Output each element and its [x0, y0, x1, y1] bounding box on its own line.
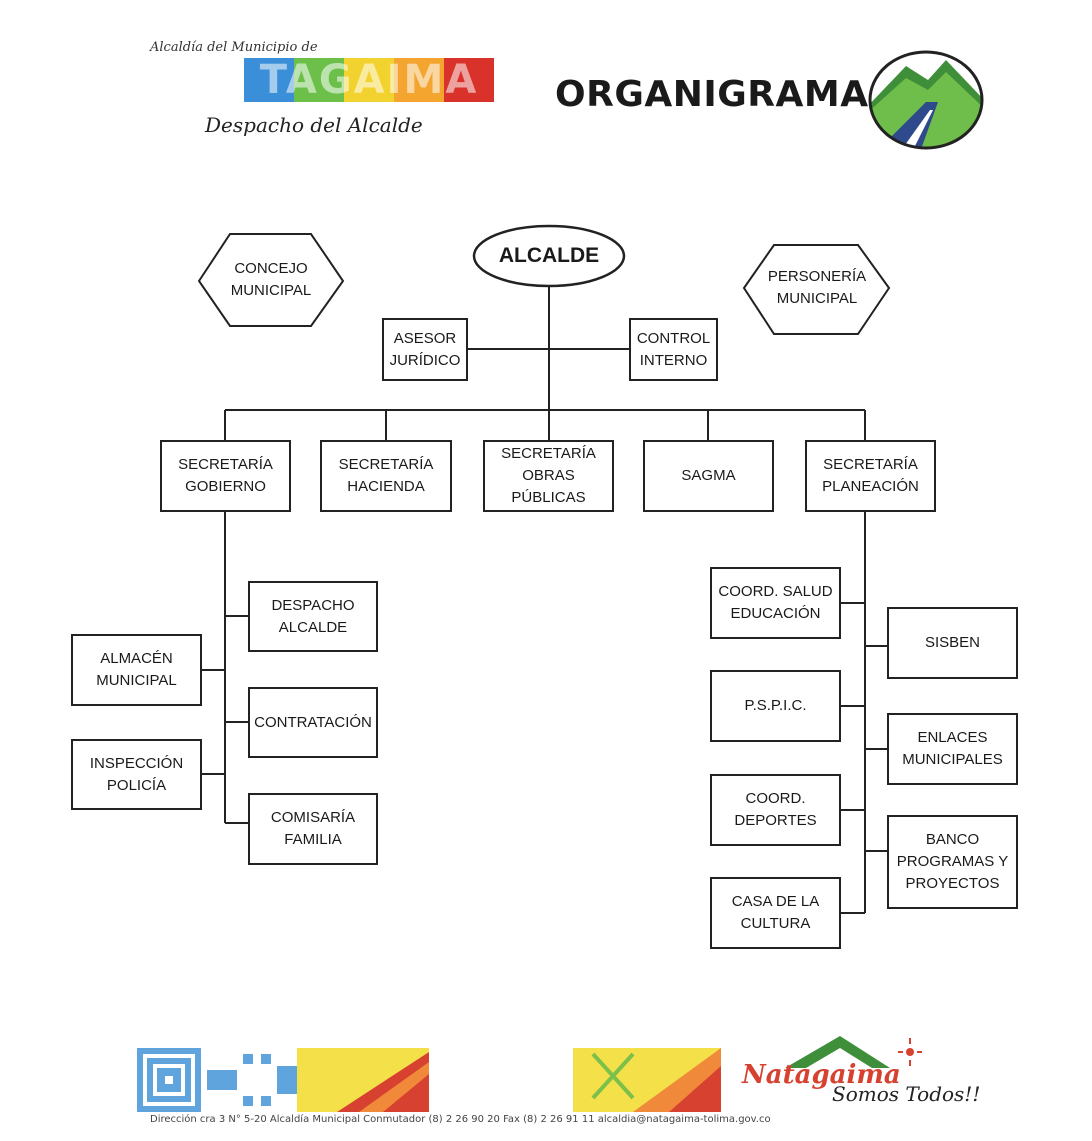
natagaima-logo: Natagaima Somos Todos!!: [740, 1030, 1040, 1110]
node-despacho-alcalde: DESPACHO ALCALDE: [248, 581, 378, 652]
hexagon-concejo: [197, 233, 345, 327]
node-pspic: P.S.P.I.C.: [710, 670, 841, 742]
node-coord-deportes: COORD. DEPORTES: [710, 774, 841, 846]
node-personeria-municipal: PERSONERÍA MUNICIPAL: [767, 268, 867, 307]
page-title: ORGANIGRAMA: [555, 74, 869, 115]
node-concejo-municipal: CONCEJO MUNICIPAL: [230, 260, 312, 299]
node-control-interno: CONTROL INTERNO: [629, 318, 718, 381]
node-casa-cultura: CASA DE LA CULTURA: [710, 877, 841, 949]
brand-bottom-text: Despacho del Alcalde: [205, 113, 423, 137]
footer-pattern-right-icon: [573, 1048, 721, 1117]
node-secretaria-obras-publicas: SECRETARÍA OBRAS PÚBLICAS: [483, 440, 614, 512]
natagaima-slogan: Somos Todos!!: [832, 1082, 981, 1106]
node-contratacion: CONTRATACIÓN: [248, 687, 378, 758]
node-banco-programas-proyectos: BANCO PROGRAMAS Y PROYECTOS: [887, 815, 1018, 909]
node-secretaria-planeacion: SECRETARÍA PLANEACIÓN: [805, 440, 936, 512]
node-asesor-juridico: ASESOR JURÍDICO: [382, 318, 468, 381]
brand-logo: TAGAIMA: [244, 58, 494, 102]
node-comisaria-familia: COMISARÍA FAMILIA: [248, 793, 378, 865]
node-almacen-municipal: ALMACÉN MUNICIPAL: [71, 634, 202, 706]
municipal-seal-icon: [866, 48, 986, 157]
natagaima-mountain-icon: [785, 1036, 922, 1068]
brand-word: TAGAIMA: [259, 57, 479, 103]
node-sisben: SISBEN: [887, 607, 1018, 679]
natagaima-word: Natagaima: [742, 1060, 901, 1090]
hexagon-personeria: [742, 244, 891, 335]
node-secretaria-gobierno: SECRETARÍA GOBIERNO: [160, 440, 291, 512]
node-secretaria-hacienda: SECRETARÍA HACIENDA: [320, 440, 452, 512]
node-alcalde: ALCALDE: [498, 244, 600, 267]
ellipse-alcalde: [472, 224, 626, 288]
node-inspeccion-policia: INSPECCIÓN POLICÍA: [71, 739, 202, 810]
node-enlaces-municipales: ENLACES MUNICIPALES: [887, 713, 1018, 785]
brand-logo-bands: [244, 58, 494, 102]
node-sagma: SAGMA: [643, 440, 774, 512]
footer-address: Dirección cra 3 N° 5-20 Alcaldía Municip…: [150, 1114, 771, 1125]
node-coord-salud-educacion: COORD. SALUD EDUCACIÓN: [710, 567, 841, 639]
brand-top-text: Alcaldía del Municipio de: [150, 40, 318, 55]
footer-pattern-left-icon: [137, 1048, 429, 1117]
